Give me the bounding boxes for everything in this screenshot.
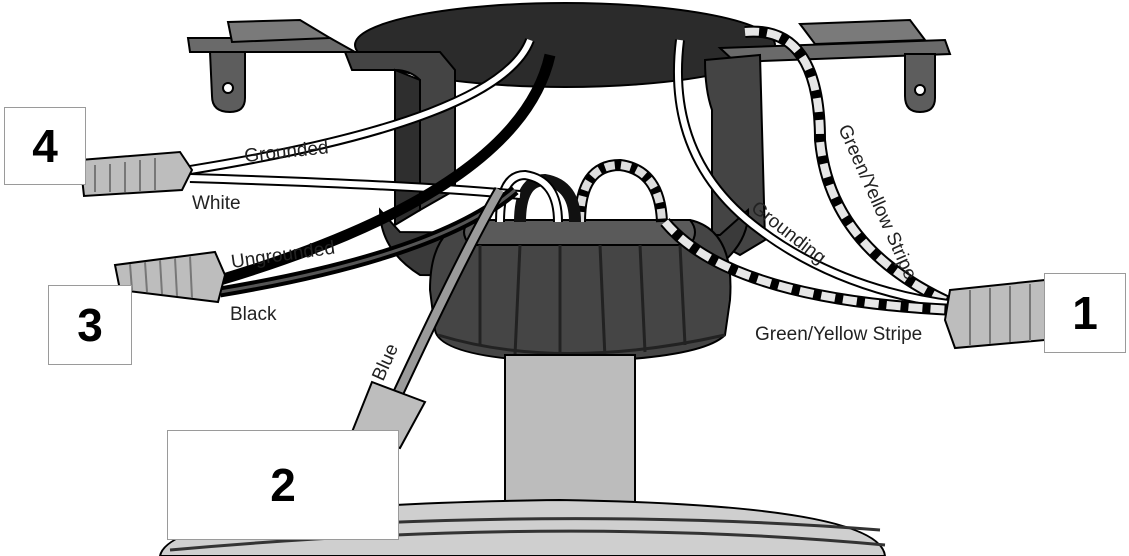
callout-2: 2 [167, 430, 399, 540]
blue-label: Blue [368, 341, 403, 384]
wire-nut-4 [78, 150, 194, 198]
wire-nut-3 [113, 250, 227, 304]
callout-4: 4 [4, 107, 86, 185]
left-mounting-bracket [186, 18, 456, 227]
grounded-label: Grounded [243, 137, 329, 167]
green-yellow-stripe-label: Green/Yellow Stripe [755, 324, 922, 345]
stripe-supply-wire [744, 25, 958, 311]
ceiling-canopy [354, 2, 776, 88]
wire-nut-1 [943, 278, 1046, 350]
motor-housing [378, 207, 750, 364]
downrod [504, 354, 636, 506]
black-label: Black [230, 304, 277, 325]
white-label: White [192, 193, 241, 214]
black-supply-wire [218, 53, 556, 286]
callout-3: 3 [48, 285, 132, 365]
right-mounting-bracket [703, 18, 952, 257]
callout-1: 1 [1044, 273, 1126, 353]
